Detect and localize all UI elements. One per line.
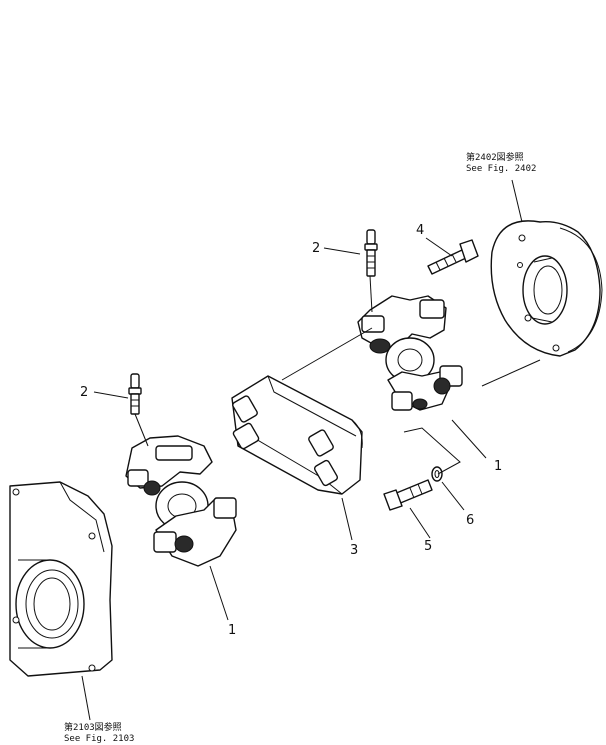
- left-flange: [9, 481, 113, 677]
- callout-3: 3: [350, 543, 358, 558]
- callout-4: 4: [416, 223, 424, 238]
- ref-bottom-jp: 第2103図参照: [64, 721, 122, 733]
- left-universal-joint: [125, 435, 237, 567]
- bolt-top: [427, 239, 479, 275]
- ref-top-en: See Fig. 2402: [466, 164, 536, 174]
- grease-fitting-right: [364, 229, 378, 277]
- callout-6: 6: [466, 513, 474, 528]
- callout-2-right: 2: [312, 241, 320, 256]
- right-flange: [490, 220, 603, 357]
- callout-1-left: 1: [228, 623, 236, 638]
- washer: [431, 466, 443, 482]
- callout-1-right: 1: [494, 459, 502, 474]
- bolt-bottom: [383, 479, 433, 511]
- callout-5: 5: [424, 539, 432, 554]
- assembly-lines: [134, 275, 541, 475]
- shaft-coupling: [231, 375, 363, 495]
- ref-top-jp: 第2402図参照: [466, 151, 524, 163]
- right-universal-joint: [357, 295, 463, 411]
- callout-leaders: [81, 179, 523, 721]
- ref-bottom-en: See Fig. 2103: [64, 734, 134, 744]
- grease-fitting-left: [128, 373, 142, 415]
- callout-2-left: 2: [80, 385, 88, 400]
